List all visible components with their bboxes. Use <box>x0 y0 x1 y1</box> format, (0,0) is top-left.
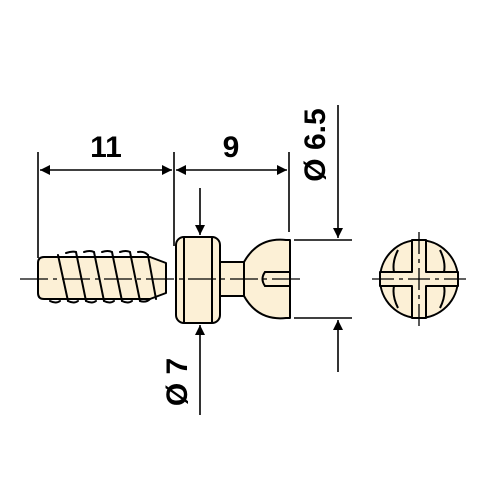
dimension-lines <box>37 105 352 415</box>
dim-label-head-length: 9 <box>223 131 240 164</box>
dim-label-head-diameter: Ø 6.5 <box>299 108 332 181</box>
end-view-center-lines <box>372 232 466 326</box>
dim-label-thread-length: 11 <box>90 131 122 164</box>
head-slot-end <box>261 271 266 287</box>
dim-label-collar-diameter: Ø 7 <box>161 358 194 406</box>
end-view-chamfer <box>392 249 446 309</box>
collar <box>175 236 221 324</box>
bolt-side-view <box>37 236 291 324</box>
thread-lines <box>49 250 157 304</box>
